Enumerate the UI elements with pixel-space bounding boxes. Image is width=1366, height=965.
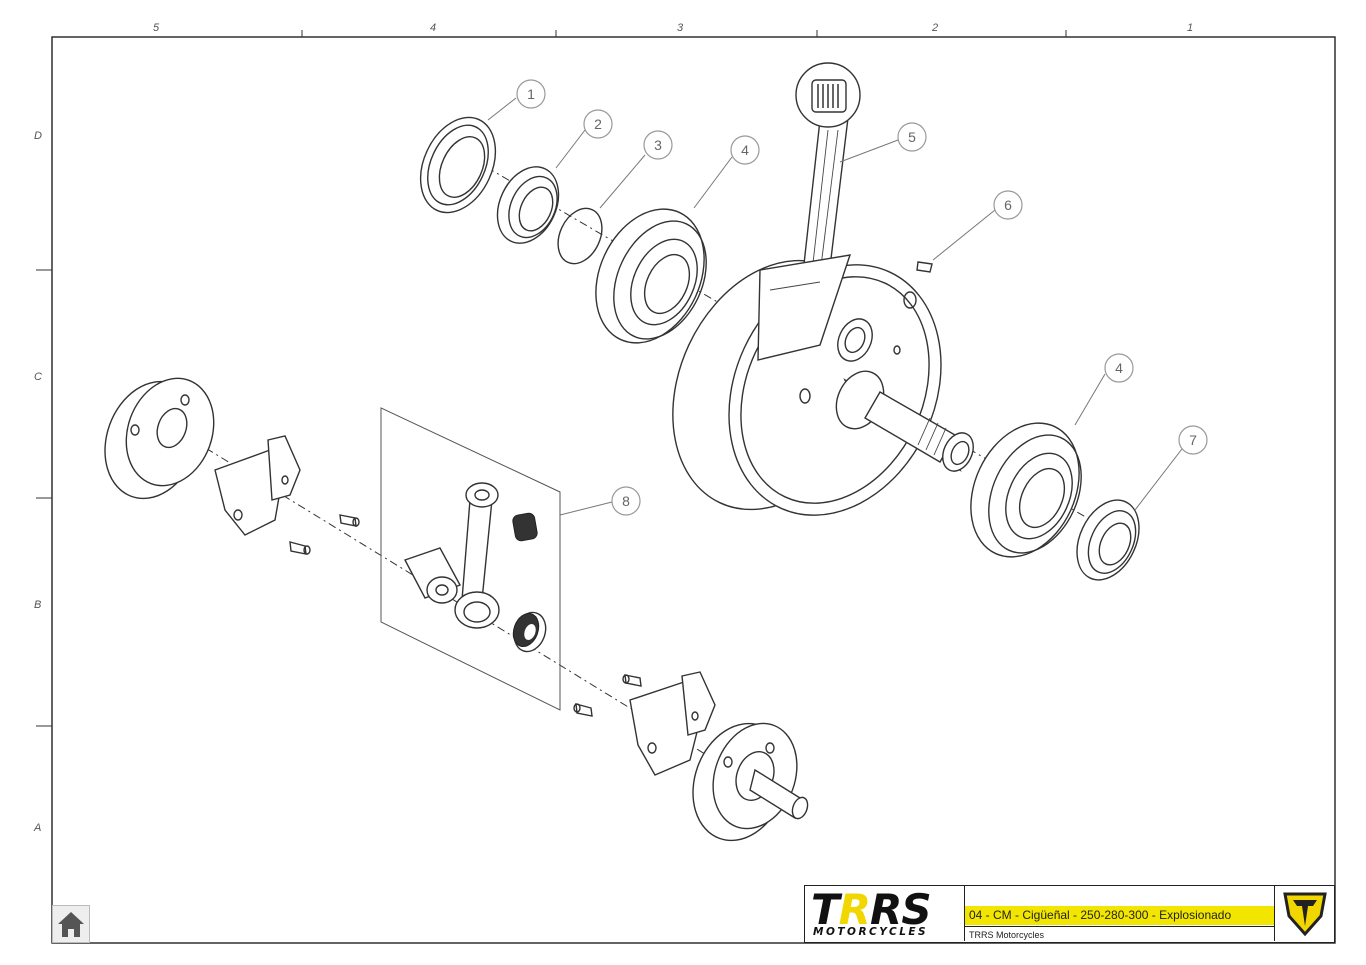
callout-8: 8 bbox=[611, 486, 641, 516]
crankpin-screws-right bbox=[573, 674, 642, 717]
svg-text:7: 7 bbox=[1189, 432, 1197, 448]
brand-subtitle: MOTORCYCLES bbox=[813, 926, 929, 938]
zone-column-1: 1 bbox=[1187, 22, 1194, 34]
zone-column-5: 5 bbox=[153, 22, 160, 34]
part-1-seal bbox=[419, 116, 497, 214]
company-name: TRRS Motorcycles bbox=[965, 926, 1274, 942]
part-7-seal bbox=[1076, 499, 1140, 581]
drawing-frame bbox=[51, 36, 1336, 944]
svg-text:4: 4 bbox=[1115, 360, 1123, 376]
trrs-shield-icon bbox=[1274, 886, 1335, 941]
title-block: TRRS MOTORCYCLES 04 - CM - Cigüeñal - 25… bbox=[804, 885, 1335, 943]
zone-row-b: B bbox=[34, 599, 42, 611]
callout-4-upper: 4 bbox=[730, 135, 760, 165]
brand-name: TRRS bbox=[811, 885, 932, 934]
callout-5: 5 bbox=[897, 122, 927, 152]
svg-text:4: 4 bbox=[741, 142, 749, 158]
callout-6: 6 bbox=[993, 190, 1023, 220]
part-6-key bbox=[916, 261, 933, 273]
right-flywheel-half bbox=[629, 671, 809, 842]
zone-column-3: 3 bbox=[677, 22, 684, 34]
zone-row-d: D bbox=[34, 130, 42, 142]
zone-column-2: 2 bbox=[932, 22, 939, 34]
part-2-bearing bbox=[496, 166, 560, 244]
brand-logo: TRRS MOTORCYCLES bbox=[805, 886, 965, 941]
home-icon bbox=[58, 912, 84, 937]
part-3-o-ring bbox=[557, 207, 603, 265]
svg-text:2: 2 bbox=[594, 116, 602, 132]
callout-leaders bbox=[487, 97, 1186, 516]
part-5-crankshaft bbox=[672, 62, 974, 516]
svg-text:5: 5 bbox=[908, 129, 916, 145]
part-4-bearing-upper bbox=[595, 208, 707, 344]
svg-text:3: 3 bbox=[654, 137, 662, 153]
svg-text:6: 6 bbox=[1004, 197, 1012, 213]
svg-text:8: 8 bbox=[622, 493, 630, 509]
document-title: 04 - CM - Cigüeñal - 250-280-300 - Explo… bbox=[965, 906, 1274, 925]
callout-7: 7 bbox=[1178, 425, 1208, 455]
svg-text:1: 1 bbox=[527, 86, 535, 102]
part-4-bearing-lower bbox=[970, 422, 1082, 558]
zone-row-a: A bbox=[34, 822, 42, 834]
zone-column-4: 4 bbox=[430, 22, 437, 34]
callout-4-lower: 4 bbox=[1104, 353, 1134, 383]
callout-3: 3 bbox=[643, 130, 673, 160]
crankpin-screws-left bbox=[289, 514, 360, 555]
part-8-kit-box bbox=[380, 407, 561, 711]
zone-ticks bbox=[36, 30, 1067, 727]
callout-2: 2 bbox=[583, 109, 613, 139]
zone-row-c: C bbox=[34, 371, 42, 383]
left-flywheel-half bbox=[104, 377, 301, 536]
callout-1: 1 bbox=[516, 79, 546, 109]
part-8-conrod-kit bbox=[403, 482, 547, 653]
home-button[interactable] bbox=[52, 905, 90, 943]
